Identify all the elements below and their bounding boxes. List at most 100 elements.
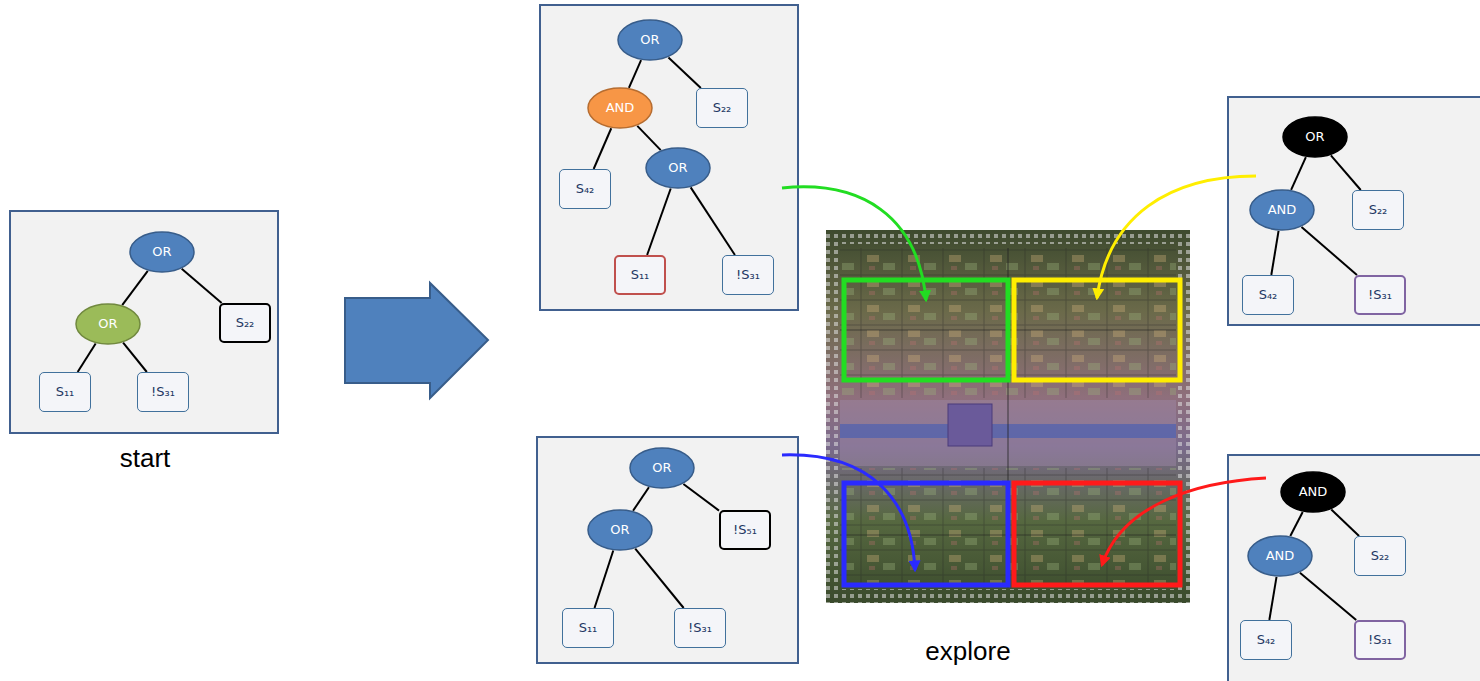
operator-ellipse: AND bbox=[587, 87, 653, 129]
ellipse-shape bbox=[1248, 536, 1312, 576]
tree-branch bbox=[594, 128, 612, 169]
node-text: AND bbox=[1299, 484, 1328, 500]
tree-branch bbox=[633, 487, 649, 510]
signal-box: !S₅₁ bbox=[719, 510, 771, 550]
signal-box: !S₃₁ bbox=[674, 608, 726, 648]
node-text: AND bbox=[606, 100, 635, 116]
node-text: OR bbox=[640, 32, 659, 48]
tree-branch bbox=[1269, 577, 1276, 620]
tree-panel bbox=[537, 437, 798, 663]
signal-box: S₂₂ bbox=[219, 303, 271, 343]
ellipse-shape bbox=[630, 448, 694, 488]
node-text: S₁₁ bbox=[631, 267, 650, 283]
tree-branch bbox=[1290, 512, 1302, 536]
ellipse-shape bbox=[588, 510, 652, 550]
tree-branch bbox=[647, 188, 671, 255]
tree-panel bbox=[540, 5, 798, 310]
node-text: S₁₁ bbox=[56, 384, 75, 400]
region-frame bbox=[844, 483, 1008, 585]
node-text: !S₃₁ bbox=[1368, 287, 1392, 303]
tree-branch bbox=[637, 126, 660, 150]
signal-box: !S₃₁ bbox=[137, 372, 189, 412]
node-text: !S₅₁ bbox=[733, 522, 757, 538]
ellipse-shape bbox=[1283, 117, 1347, 157]
node-text: S₂₂ bbox=[713, 100, 732, 116]
block-arrow bbox=[345, 283, 488, 398]
node-text: S₄₂ bbox=[576, 181, 595, 197]
signal-box: S₂₂ bbox=[1352, 190, 1404, 230]
tree-branch bbox=[668, 57, 700, 88]
operator-ellipse: OR bbox=[75, 303, 141, 345]
node-text: S₂₂ bbox=[1369, 202, 1388, 218]
signal-box: S₁₁ bbox=[614, 255, 666, 295]
tree-branch bbox=[123, 343, 147, 372]
tree-branch bbox=[635, 549, 683, 608]
caption-label: explore bbox=[925, 636, 1010, 667]
tree-branch bbox=[595, 551, 614, 608]
node-text: S₁₁ bbox=[579, 620, 598, 636]
tree-branch bbox=[122, 271, 148, 305]
tree-branch bbox=[1331, 155, 1361, 190]
ellipse-shape bbox=[646, 148, 710, 188]
node-text: S₂₂ bbox=[1371, 548, 1390, 564]
operator-ellipse: OR bbox=[617, 19, 683, 61]
operator-ellipse: AND bbox=[1280, 471, 1346, 513]
ellipse-shape bbox=[130, 232, 194, 272]
die-body bbox=[826, 230, 1190, 603]
operator-ellipse: AND bbox=[1249, 189, 1315, 231]
node-text: !S₃₁ bbox=[688, 620, 712, 636]
signal-box: S₂₂ bbox=[696, 88, 748, 128]
node-text: S₄₂ bbox=[1257, 632, 1276, 648]
signal-box: !S₃₁ bbox=[722, 255, 774, 295]
signal-box: S₁₁ bbox=[562, 608, 614, 648]
tree-branch bbox=[1291, 157, 1306, 190]
node-text: OR bbox=[610, 522, 629, 538]
gpu-die bbox=[826, 230, 1190, 603]
signal-box: S₁₁ bbox=[39, 372, 91, 412]
node-text: !S₃₁ bbox=[736, 267, 760, 283]
region-frame bbox=[1014, 483, 1180, 585]
tree-branch bbox=[1331, 509, 1359, 536]
caption-label: start bbox=[120, 443, 171, 474]
ellipse-shape bbox=[76, 304, 140, 344]
mapping-arrow bbox=[782, 455, 915, 570]
tree-branch bbox=[629, 60, 641, 88]
tree-branch bbox=[1300, 573, 1356, 620]
mapping-arrow bbox=[1102, 478, 1266, 565]
tree-panel bbox=[1228, 455, 1480, 681]
tree-branch bbox=[691, 187, 735, 255]
node-text: AND bbox=[1266, 548, 1295, 564]
tree-branch bbox=[1271, 231, 1278, 275]
tree-panel bbox=[1228, 97, 1480, 325]
tree-branch bbox=[1302, 227, 1357, 275]
operator-ellipse: OR bbox=[129, 231, 195, 273]
node-text: OR bbox=[668, 160, 687, 176]
die-pads bbox=[826, 589, 1190, 603]
tree-branch bbox=[683, 484, 719, 511]
ellipse-shape bbox=[1281, 472, 1345, 512]
node-text: AND bbox=[1268, 202, 1297, 218]
node-text: OR bbox=[1305, 129, 1324, 145]
operator-ellipse: OR bbox=[645, 147, 711, 189]
tree-branch bbox=[78, 343, 96, 372]
node-text: !S₃₁ bbox=[151, 384, 175, 400]
node-text: OR bbox=[98, 316, 117, 332]
die-pads bbox=[826, 230, 1190, 244]
ellipse-shape bbox=[588, 88, 652, 128]
node-text: !S₃₁ bbox=[1368, 632, 1392, 648]
operator-ellipse: AND bbox=[1247, 535, 1313, 577]
signal-box: S₂₂ bbox=[1354, 536, 1406, 576]
node-text: S₂₂ bbox=[236, 315, 255, 331]
node-text: S₄₂ bbox=[1259, 287, 1278, 303]
mapping-arrow bbox=[782, 187, 926, 300]
tree-panel bbox=[10, 211, 278, 433]
node-text: OR bbox=[152, 244, 171, 260]
signal-box: S₄₂ bbox=[559, 169, 611, 209]
mapping-arrow bbox=[1097, 176, 1256, 298]
ellipse-shape bbox=[1250, 190, 1314, 230]
operator-ellipse: OR bbox=[629, 447, 695, 489]
operator-ellipse: OR bbox=[587, 509, 653, 551]
signal-box: S₄₂ bbox=[1240, 620, 1292, 660]
